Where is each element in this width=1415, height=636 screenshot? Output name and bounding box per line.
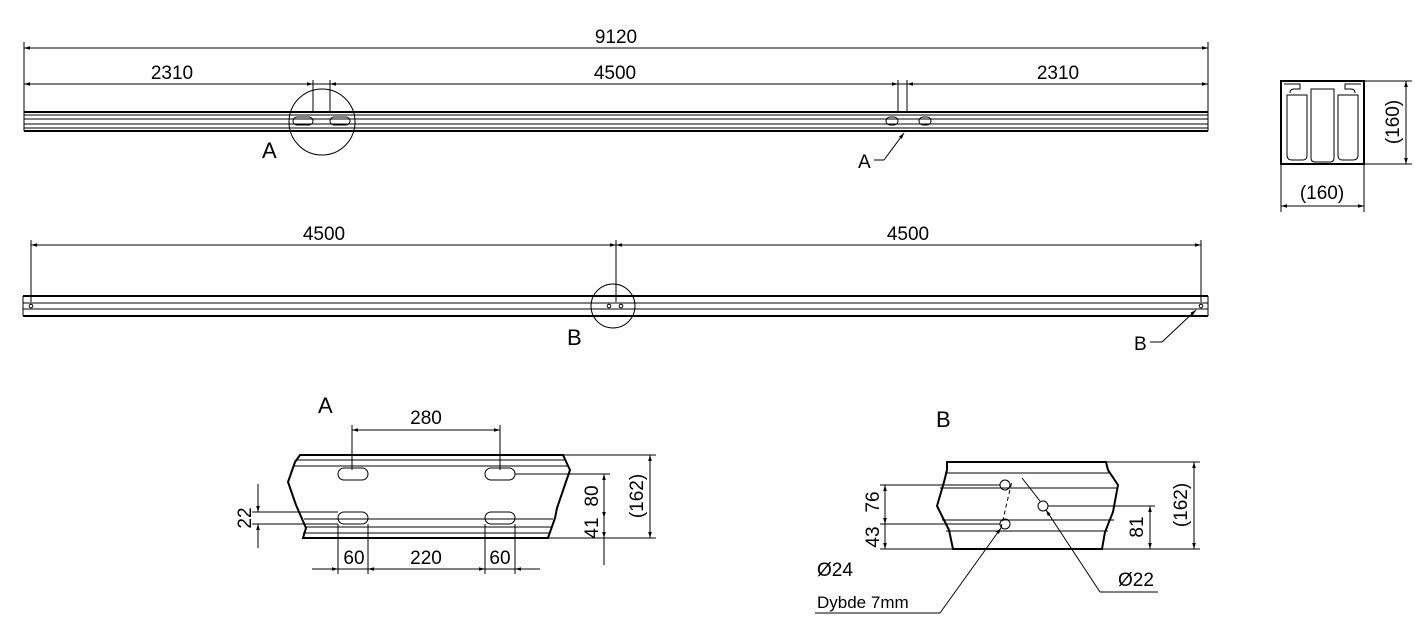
section-height: (160) (1383, 100, 1404, 144)
detail-a-slot-width-right: 60 (489, 548, 510, 569)
leader-label-a: A (858, 152, 871, 173)
detail-label-b: B (567, 325, 582, 350)
top-view: 9120 2310 4500 2310 A A (23, 27, 1209, 173)
cross-section: (160) (160) (1280, 80, 1412, 212)
dimension-middle: 4500 (594, 63, 636, 84)
section-width: (160) (1300, 183, 1344, 204)
detail-circle-b (590, 283, 636, 329)
detail-a-dim-41: 41 (582, 517, 603, 538)
detail-b-hole-side (1037, 500, 1049, 512)
detail-a: A 280 22 60 220 60 (235, 393, 656, 574)
detail-b-depth: Dybde 7mm (817, 593, 909, 612)
detail-b-dim-76: 76 (863, 491, 884, 512)
detail-a-title: A (318, 393, 333, 418)
detail-b: B 76 43 81 (162) Ø24 Dybde 7mm (815, 407, 1200, 614)
detail-a-height: (162) (627, 474, 648, 518)
detail-b-hole-diameter-2: Ø22 (1118, 570, 1154, 591)
dimension-right: 2310 (1037, 63, 1079, 84)
beam-top-body (23, 111, 1209, 132)
detail-b-hole-diameter: Ø24 (817, 560, 853, 581)
beam-side-body (22, 295, 1209, 317)
detail-a-dim-80: 80 (582, 485, 603, 506)
detail-b-height: (162) (1171, 483, 1192, 527)
dimension-overall: 9120 (595, 27, 637, 48)
detail-a-slot-gap: 220 (410, 548, 442, 569)
detail-a-slot-spacing: 280 (410, 408, 442, 429)
detail-b-dim-81: 81 (1127, 516, 1148, 537)
detail-b-dim-43: 43 (863, 526, 884, 547)
detail-circle-a (288, 88, 356, 156)
side-dimension-right: 4500 (887, 224, 929, 245)
leader-label-b: B (1134, 334, 1147, 355)
side-dimension-left: 4500 (303, 224, 345, 245)
detail-a-offset: 22 (235, 507, 256, 528)
detail-a-slot-width-left: 60 (343, 548, 364, 569)
detail-b-title: B (936, 407, 951, 432)
dimension-left: 2310 (151, 63, 193, 84)
side-view: 4500 4500 B B (22, 224, 1209, 355)
detail-label-a: A (262, 138, 277, 163)
